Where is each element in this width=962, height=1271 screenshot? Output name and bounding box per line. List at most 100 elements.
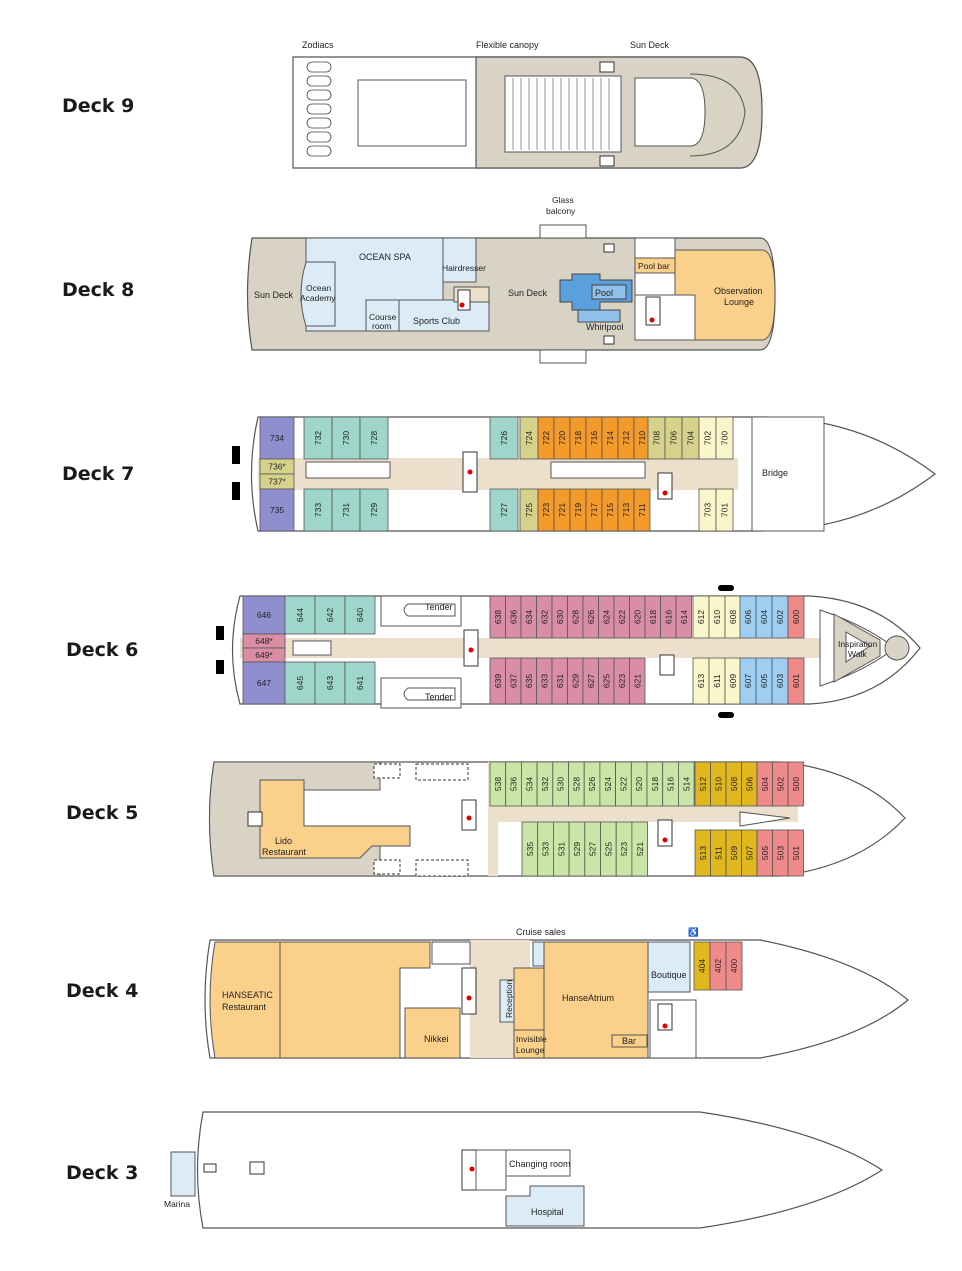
cabin-label-632: 632 xyxy=(539,610,549,624)
cabin-727 xyxy=(489,488,519,532)
invisible-label-1: Invisible xyxy=(516,1034,547,1044)
cabin-label-633: 633 xyxy=(539,674,549,688)
cabin-label-734: 734 xyxy=(270,433,284,443)
cabin-label-634: 634 xyxy=(524,610,534,624)
cabin-400 xyxy=(725,941,743,991)
cabin-label-635: 635 xyxy=(524,674,534,688)
glass-balcony-starboard xyxy=(539,224,587,239)
boutique-label: Boutique xyxy=(651,970,687,980)
cabin-label-607: 607 xyxy=(743,674,753,688)
cabin-label-638: 638 xyxy=(493,610,503,624)
cabin-label-518: 518 xyxy=(650,777,660,791)
cabin-label-614: 614 xyxy=(679,610,689,624)
cabin-729 xyxy=(359,488,389,532)
hanseatic-restaurant xyxy=(209,941,281,1059)
cabin-label-535: 535 xyxy=(525,842,535,856)
cabin-label-716: 716 xyxy=(589,431,599,445)
cabin-label-639: 639 xyxy=(493,674,503,688)
cabin-label-737-star: 737* xyxy=(268,477,286,487)
cabin-label-400: 400 xyxy=(729,959,739,973)
cabin-label-402: 402 xyxy=(713,959,723,973)
cabin-label-529: 529 xyxy=(572,842,582,856)
cabin-label-736-star: 736* xyxy=(268,462,286,472)
sundeck8-aft-label: Sun Deck xyxy=(254,290,294,300)
cabin-label-728: 728 xyxy=(369,431,379,445)
cabin-label-646: 646 xyxy=(257,610,271,620)
cabin-label-532: 532 xyxy=(540,777,550,791)
deck9-open-area xyxy=(357,79,467,147)
hospital xyxy=(505,1185,585,1227)
hospital-label: Hospital xyxy=(531,1207,564,1217)
cabin-label-732: 732 xyxy=(313,431,323,445)
cabin-label-538: 538 xyxy=(493,777,503,791)
zodiacs-label: Zodiacs xyxy=(302,40,334,50)
accessible-icon: ♿ xyxy=(688,927,699,937)
cabin-600 xyxy=(787,595,805,639)
cabin-label-703: 703 xyxy=(703,503,713,517)
glass-label-2: balcony xyxy=(546,206,576,216)
whirlpool xyxy=(577,309,621,323)
cabin-label-612: 612 xyxy=(696,610,706,624)
cabin-700 xyxy=(715,416,734,460)
cabin-614 xyxy=(675,595,692,639)
cabin-621 xyxy=(629,657,646,705)
course-label-2: room xyxy=(372,321,391,331)
cabin-730 xyxy=(331,416,361,460)
cabin-label-608: 608 xyxy=(728,610,738,624)
cabin-label-710: 710 xyxy=(637,431,647,445)
cabin-501 xyxy=(787,829,804,877)
deck-3-label: Deck 3 xyxy=(66,1162,139,1184)
sports-club xyxy=(398,299,490,332)
cabin-label-648-star: 648* xyxy=(255,636,273,646)
observation-label-2: Lounge xyxy=(724,297,754,307)
tender-label-1: Tender xyxy=(425,602,453,612)
deck-4-label: Deck 4 xyxy=(66,980,139,1002)
cabin-label-506: 506 xyxy=(744,777,754,791)
cabin-label-610: 610 xyxy=(712,610,722,624)
observation-lounge xyxy=(674,249,776,341)
lido-restaurant xyxy=(259,779,411,859)
zodiac-boats xyxy=(306,61,332,157)
cabin-label-509: 509 xyxy=(729,846,739,860)
cabin-label-642: 642 xyxy=(325,608,335,622)
cabin-label-730: 730 xyxy=(341,431,351,445)
cabin-label-604: 604 xyxy=(759,610,769,624)
cabin-label-527: 527 xyxy=(588,842,598,856)
cabin-label-729: 729 xyxy=(369,503,379,517)
reception-label: Reception xyxy=(504,979,514,1018)
deck-9-label: Deck 9 xyxy=(62,95,135,117)
pool-bar-label: Pool bar xyxy=(638,261,670,271)
cabin-label-534: 534 xyxy=(524,777,534,791)
cabin-label-720: 720 xyxy=(557,431,567,445)
inspiration-label-1: Inspiration xyxy=(838,639,877,649)
cabin-label-645: 645 xyxy=(295,676,305,690)
observation-label-1: Observation xyxy=(714,286,763,296)
cabin-500 xyxy=(787,761,804,807)
cabin-label-511: 511 xyxy=(713,846,723,860)
cabin-label-701: 701 xyxy=(720,503,730,517)
cabin-label-711: 711 xyxy=(637,503,647,517)
tender-label-2: Tender xyxy=(425,692,453,702)
cabin-label-605: 605 xyxy=(759,674,769,688)
nikkei-label: Nikkei xyxy=(424,1034,449,1044)
cabin-label-717: 717 xyxy=(589,503,599,517)
cabin-label-603: 603 xyxy=(775,674,785,688)
hanseatic-label-2: Restaurant xyxy=(222,1002,267,1012)
bar-label: Bar xyxy=(622,1036,636,1046)
cabin-label-718: 718 xyxy=(573,431,583,445)
cabin-label-727: 727 xyxy=(499,503,509,517)
deck-5-label: Deck 5 xyxy=(66,802,139,824)
cabin-514 xyxy=(678,761,695,807)
academy-label-2: Academy xyxy=(300,293,336,303)
cabin-label-533: 533 xyxy=(541,842,551,856)
cabin-label-620: 620 xyxy=(632,610,642,624)
cabin-728 xyxy=(359,416,389,460)
cabin-label-733: 733 xyxy=(313,503,323,517)
cabin-label-524: 524 xyxy=(603,777,613,791)
cabin-521 xyxy=(631,821,649,877)
hanseatic-label-1: HANSEATIC xyxy=(222,990,273,1000)
cabin-label-724: 724 xyxy=(524,431,534,445)
deck-8-label: Deck 8 xyxy=(62,279,135,301)
